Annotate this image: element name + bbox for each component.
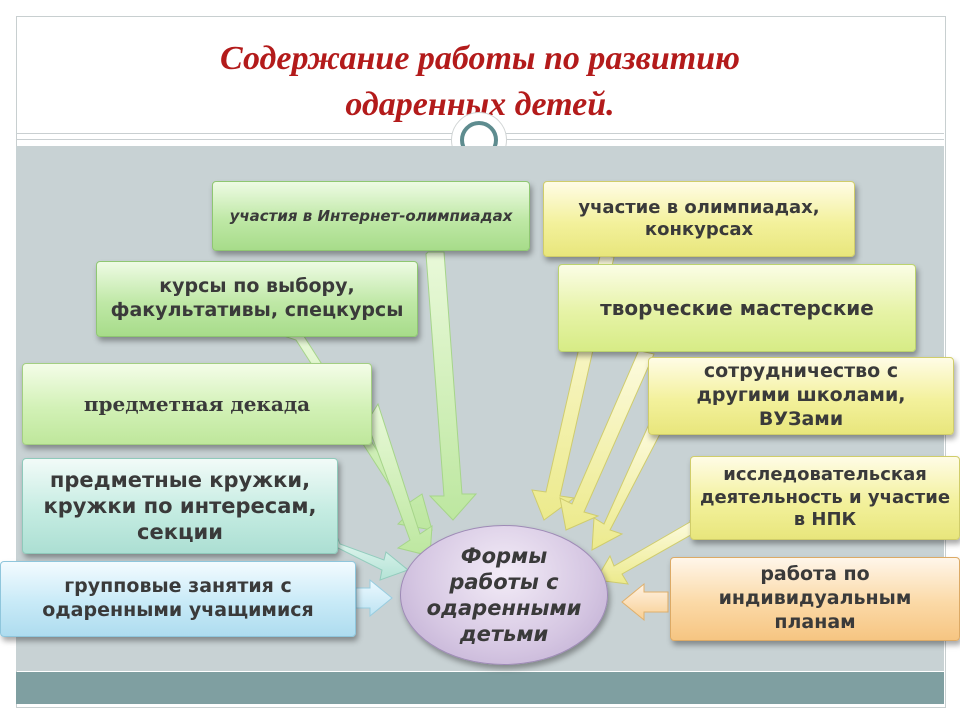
arrow-group-classes [355, 578, 393, 618]
arrow-subject-decade [365, 402, 433, 557]
arrow-cooperation [591, 419, 661, 551]
arrow-creative-workshops [559, 349, 655, 531]
node-elective-courses: курсы по выбору, факультативы, спецкурсы [96, 261, 418, 337]
slide-title-line-1: Содержание работы по развитию [220, 40, 740, 77]
footer-band [16, 672, 944, 704]
node-cooperation-schools: сотрудничество с другими школами, ВУЗами [648, 357, 954, 435]
node-olympiads-contests: участие в олимпиадах, конкурсах [543, 181, 855, 257]
center-node: Формы работы с одаренными детьми [400, 525, 608, 665]
node-research-npk: исследовательская деятельность и участие… [690, 456, 960, 540]
node-individual-plans: работа по индивидуальным планам [670, 557, 960, 641]
node-group-classes: групповые занятия с одаренными учащимися [0, 561, 356, 637]
arrow-internet-olympiads [425, 251, 478, 521]
node-creative-workshops: творческие мастерские [558, 264, 916, 352]
node-subject-clubs: предметные кружки, кружки по интересам, … [22, 458, 338, 554]
node-subject-decade: предметная декада [22, 363, 372, 445]
node-internet-olympiads: участия в Интернет-олимпиадах [212, 181, 530, 251]
arrow-individual-plans [621, 582, 669, 622]
